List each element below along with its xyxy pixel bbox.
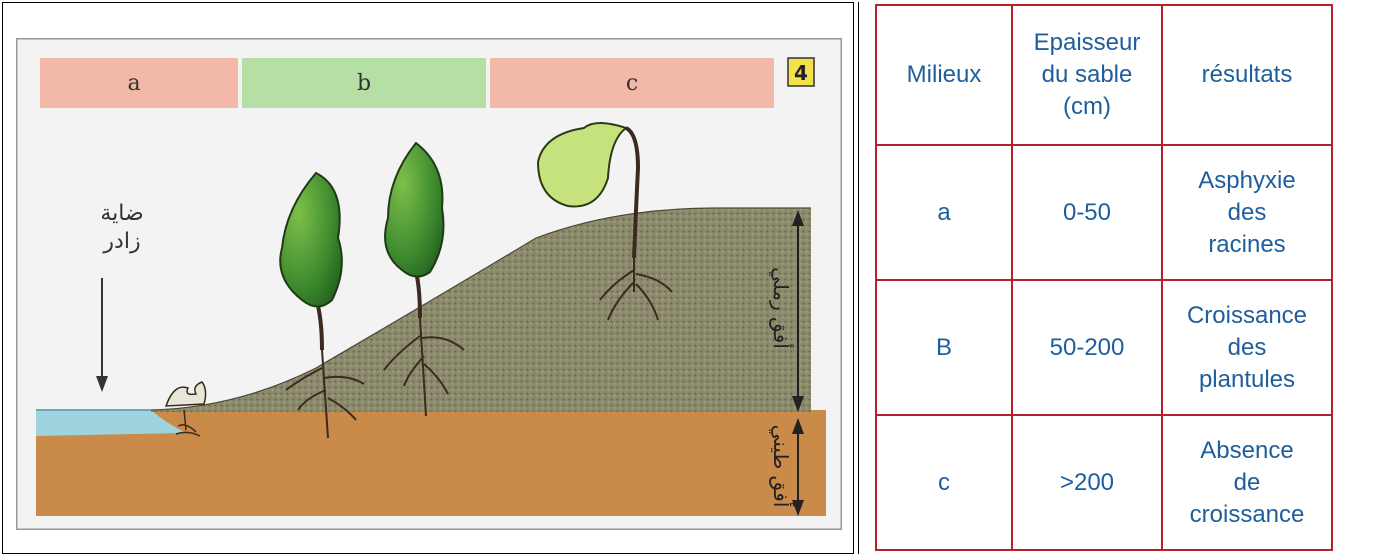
- table-row: a 0-50 Asphyxie des racines: [875, 144, 1333, 281]
- figure-number: 4: [794, 61, 808, 85]
- water-label-line2: زادر: [102, 229, 140, 254]
- cell-epaisseur: >200: [1011, 414, 1163, 551]
- cell-resultat: Absence de croissance: [1161, 414, 1333, 551]
- sand-dune: [151, 208, 811, 412]
- plant-a: [164, 381, 207, 437]
- water-pond: [36, 410, 186, 436]
- sand-horizon-arrow: [792, 210, 804, 412]
- tree-2: [383, 141, 465, 417]
- cell-divider: [858, 2, 859, 554]
- clay-horizon-arrow: [792, 418, 804, 516]
- band-a: [40, 58, 238, 108]
- results-table: Milieux Epaisseur du sable (cm) résultat…: [875, 4, 1333, 551]
- cell-resultat: Asphyxie des racines: [1161, 144, 1333, 281]
- figure-number-badge: [787, 57, 815, 87]
- header-epaisseur: Epaisseur du sable (cm): [1011, 4, 1163, 146]
- tree-1: [279, 171, 365, 439]
- water-arrow: [96, 278, 108, 392]
- table-header-row: Milieux Epaisseur du sable (cm) résultat…: [875, 4, 1333, 146]
- cell-epaisseur: 50-200: [1011, 279, 1163, 416]
- cell-milieu: B: [875, 279, 1013, 416]
- band-c: [490, 58, 774, 108]
- sand-dune-diagram: a b c 4: [16, 38, 842, 530]
- sand-horizon-label: أفق رملي: [768, 267, 794, 349]
- table-row: c >200 Absence de croissance: [875, 414, 1333, 551]
- clay-horizon-label: أفق طيني: [768, 425, 794, 508]
- cell-resultat: Croissance des plantules: [1161, 279, 1333, 416]
- band-a-label: a: [127, 71, 140, 96]
- cell-milieu: a: [875, 144, 1013, 281]
- cell-milieu: c: [875, 414, 1013, 551]
- band-b: [242, 58, 486, 108]
- plant-c: [536, 122, 673, 321]
- header-milieux: Milieux: [875, 4, 1013, 146]
- header-resultats: résultats: [1161, 4, 1333, 146]
- water-label-line1: ضاية: [100, 201, 143, 226]
- band-c-label: c: [626, 71, 638, 96]
- band-b-label: b: [357, 71, 371, 96]
- cell-epaisseur: 0-50: [1011, 144, 1163, 281]
- table-row: B 50-200 Croissance des plantules: [875, 279, 1333, 416]
